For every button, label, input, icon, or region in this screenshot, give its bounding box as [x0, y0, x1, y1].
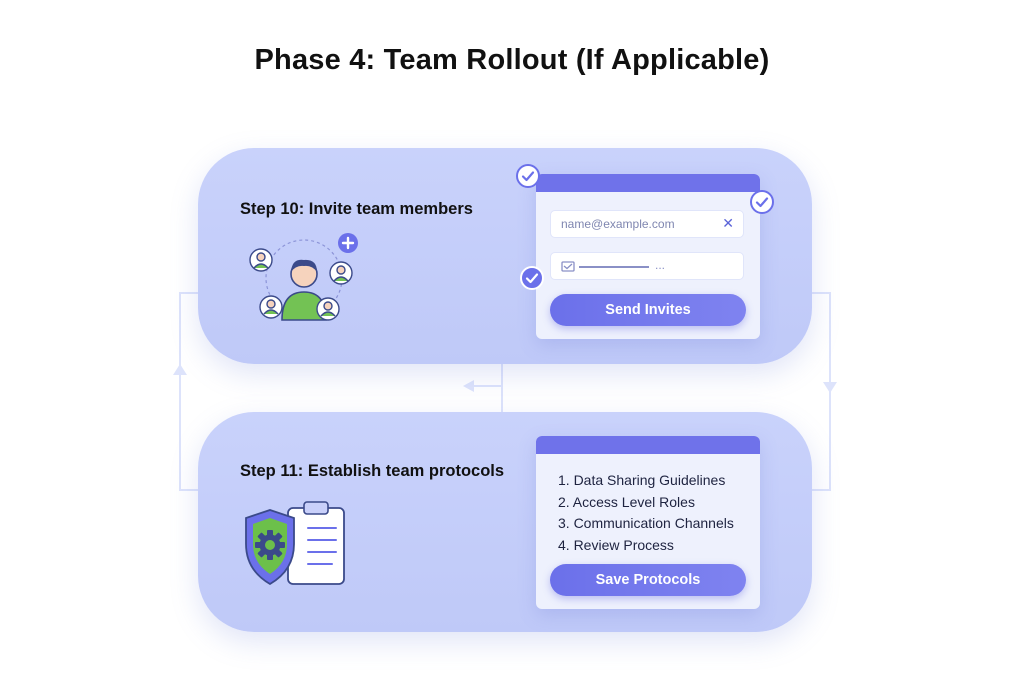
team-network-icon	[249, 233, 358, 321]
close-icon[interactable]: ✕	[722, 215, 734, 231]
list-item: 1. Data Sharing Guidelines	[558, 472, 726, 488]
save-protocols-button[interactable]: Save Protocols	[550, 564, 746, 596]
message-icon	[561, 261, 575, 272]
check-icon	[520, 266, 544, 290]
protocols-panel: 1. Data Sharing Guidelines 2. Access Lev…	[536, 436, 760, 609]
panel-header-bar	[536, 174, 760, 192]
panel-header-bar	[536, 436, 760, 454]
shield-gear-clipboard-icon	[245, 501, 345, 586]
list-item: 4. Review Process	[558, 536, 674, 553]
check-icon	[750, 190, 774, 214]
step-11-card: Step 11: Establish team protocols	[198, 412, 812, 632]
step-10-card: Step 10: Invite team members na	[198, 148, 812, 364]
send-invites-button[interactable]: Send Invites	[550, 294, 746, 326]
email-placeholder: name@example.com	[561, 217, 675, 231]
protocol-list: 1. Data Sharing Guidelines 2. Access Lev…	[558, 470, 734, 556]
page-title: Phase 4: Team Rollout (If Applicable)	[254, 44, 770, 76]
left-arrow-icon	[463, 380, 474, 392]
message-input[interactable]: ...	[550, 252, 744, 280]
message-placeholder-line	[579, 266, 649, 268]
check-icon	[516, 164, 540, 188]
step-11-label: Step 11: Establish team protocols	[240, 462, 505, 480]
invite-form-panel: name@example.com ✕ ... Send Invites	[536, 174, 760, 339]
email-input[interactable]: name@example.com ✕	[550, 210, 744, 238]
list-item: 2. Access Level Roles	[558, 493, 695, 510]
list-item: 3. Communication Channels	[558, 515, 734, 531]
up-arrow-icon	[173, 364, 187, 375]
message-placeholder-dots: ...	[655, 258, 666, 272]
step-10-label: Step 10: Invite team members	[240, 200, 473, 218]
down-arrow-icon	[823, 382, 837, 393]
